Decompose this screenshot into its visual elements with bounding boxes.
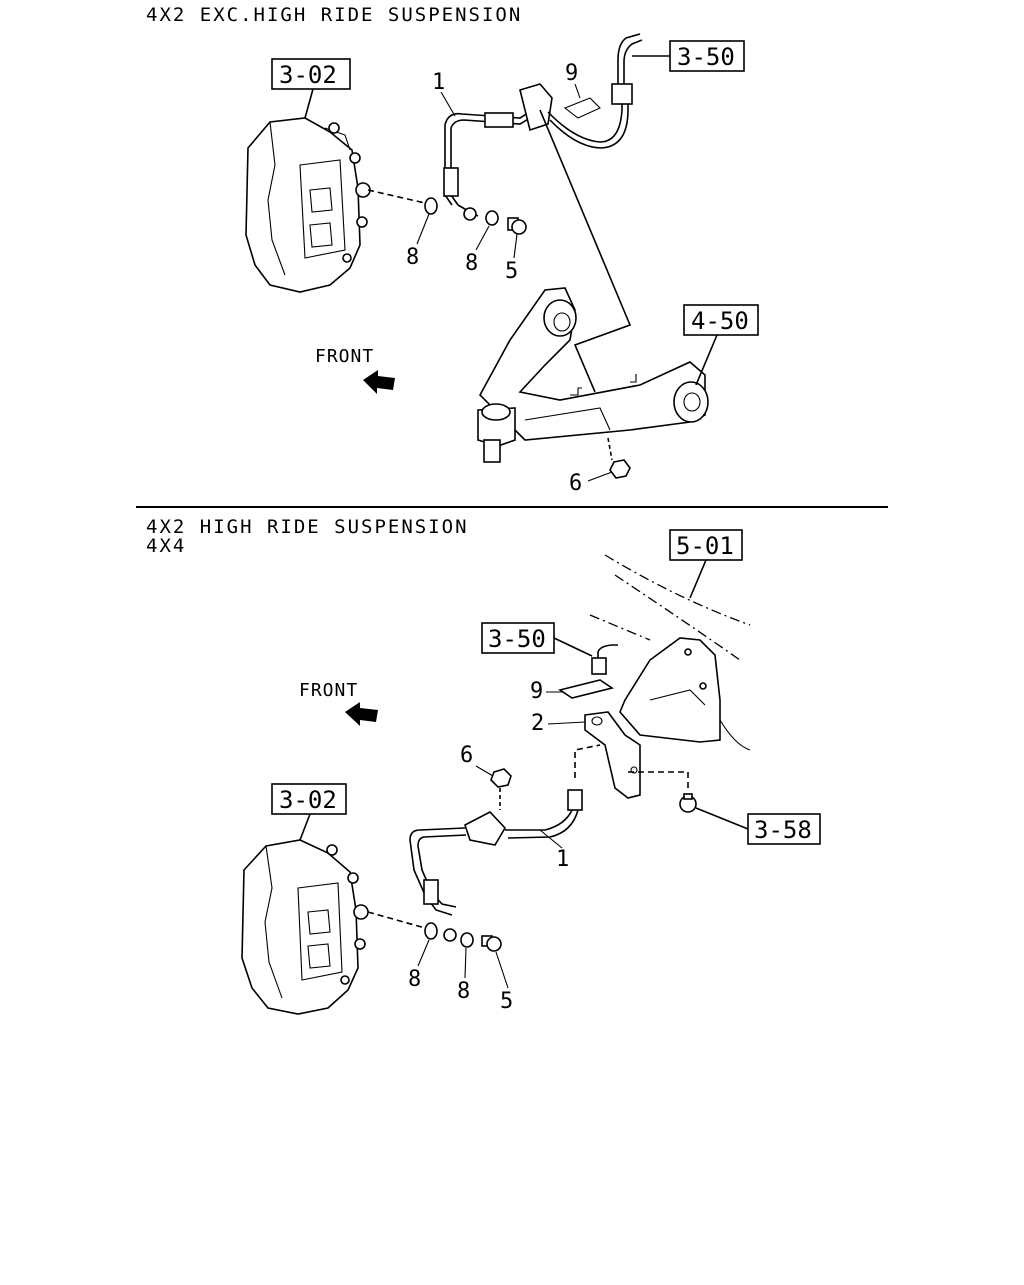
section-2: 4X2 HIGH RIDE SUSPENSION 4X4 5-01 3-50 9 (146, 516, 821, 1015)
leader-line (539, 109, 632, 393)
ref-box-label[interactable]: 3-50 (677, 43, 735, 71)
callout-number: 6 (460, 743, 473, 768)
ref-box-label[interactable]: 3-50 (488, 625, 546, 653)
ref-box-label[interactable]: 3-02 (279, 786, 337, 814)
callout-number: 9 (565, 61, 578, 86)
washer-drawing (424, 197, 438, 215)
hose-bracket-drawing (584, 711, 689, 799)
front-arrow-icon (345, 702, 378, 726)
section-2-heading-line-2: 4X4 (146, 535, 186, 557)
callout-number: 2 (531, 711, 544, 736)
ref-box-label[interactable]: 3-02 (279, 61, 337, 89)
ref-box-label[interactable]: 3-58 (754, 816, 812, 844)
front-label: FRONT (315, 346, 374, 367)
callout-number: 8 (457, 979, 470, 1004)
callout-number: 6 (569, 471, 582, 496)
washer-drawing (460, 932, 474, 948)
ref-box[interactable] (271, 783, 347, 815)
clip-drawing (558, 679, 614, 699)
ref-box[interactable] (271, 58, 351, 90)
brake-hose-drawing (409, 744, 601, 942)
callout-number: 8 (465, 251, 478, 276)
front-label: FRONT (299, 680, 358, 701)
ref-box[interactable] (683, 304, 759, 336)
callout-number: 9 (530, 679, 543, 704)
section-1: 4X2 EXC.HIGH RIDE SUSPENSION 3-02 (146, 4, 759, 496)
washer-drawing (485, 210, 499, 226)
callout-number: 8 (406, 245, 419, 270)
front-arrow-icon (363, 370, 395, 394)
bolt-drawing (481, 935, 502, 952)
ref-box[interactable] (669, 40, 745, 72)
frame-bracket-drawing (589, 554, 751, 751)
nut-drawing (607, 437, 631, 479)
brake-hose-drawing (367, 33, 643, 221)
nut-drawing (490, 768, 512, 810)
section-1-heading: 4X2 EXC.HIGH RIDE SUSPENSION (146, 4, 522, 26)
brake-caliper-drawing (245, 117, 371, 293)
ref-box-label[interactable]: 4-50 (691, 307, 749, 335)
bolt-drawing (679, 793, 697, 813)
upper-control-arm-drawing (477, 287, 709, 463)
callout-number: 5 (500, 989, 513, 1014)
brake-caliper-drawing (241, 839, 426, 1015)
brake-line-fitting-drawing (591, 644, 618, 675)
ref-box[interactable] (669, 529, 743, 561)
ref-box[interactable] (747, 813, 821, 845)
section-2-heading: 4X2 HIGH RIDE SUSPENSION (146, 516, 469, 538)
washer-drawing (424, 922, 438, 940)
callout-number: 5 (505, 259, 518, 284)
callout-number: 1 (432, 70, 445, 95)
callout-number: 1 (556, 847, 569, 872)
callout-number: 8 (408, 967, 421, 992)
ref-box-label[interactable]: 5-01 (676, 532, 734, 560)
bolt-drawing (507, 217, 527, 235)
